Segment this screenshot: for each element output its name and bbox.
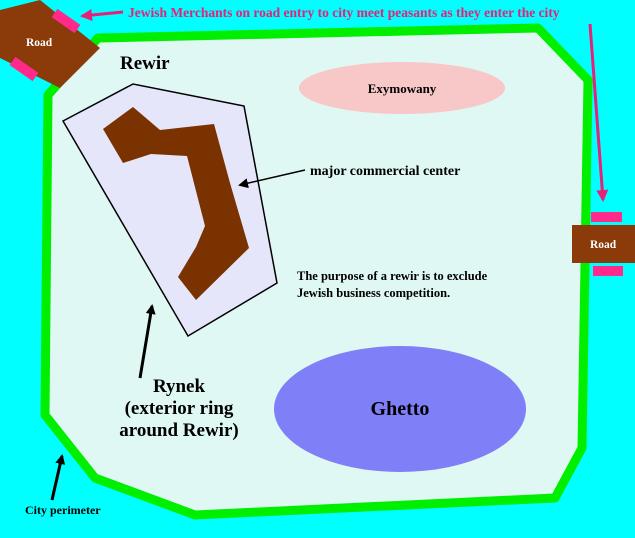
arrow-perimeter	[50, 454, 66, 501]
purpose-note-line1: The purpose of a rewir is to exclude	[297, 269, 488, 283]
arrow-to-left-road	[80, 9, 124, 22]
rewir-label: Rewir	[120, 53, 170, 74]
commercial-center-label: major commercial center	[310, 164, 460, 179]
road-right	[572, 225, 635, 263]
ghetto-label: Ghetto	[371, 398, 430, 420]
arrow-commercial	[238, 169, 306, 189]
rynek-label-line2: (exterior ring	[125, 398, 234, 419]
rynek-label-line3: around Rewir)	[119, 420, 238, 441]
road-right-label: Road	[590, 239, 617, 251]
exymowany-label: Exymowany	[368, 81, 437, 96]
gate-marker-right-bottom	[593, 266, 623, 276]
rynek-label-line1: Rynek	[153, 376, 206, 397]
top-note-label: Jewish Merchants on road entry to city m…	[128, 5, 560, 20]
road-left-label: Road	[26, 37, 53, 49]
ghetto-area	[274, 346, 526, 472]
arrow-to-right-road	[588, 23, 609, 202]
purpose-note-line2: Jewish business competition.	[297, 286, 450, 300]
gate-marker-right-top	[591, 212, 622, 222]
commercial-center-shape	[103, 107, 249, 300]
gate-marker-left-top	[51, 8, 81, 34]
city-perimeter-label: City perimeter	[25, 503, 101, 517]
exymowany-area	[299, 62, 505, 114]
gate-marker-left-bottom	[9, 56, 39, 82]
arrow-rynek	[138, 304, 156, 379]
